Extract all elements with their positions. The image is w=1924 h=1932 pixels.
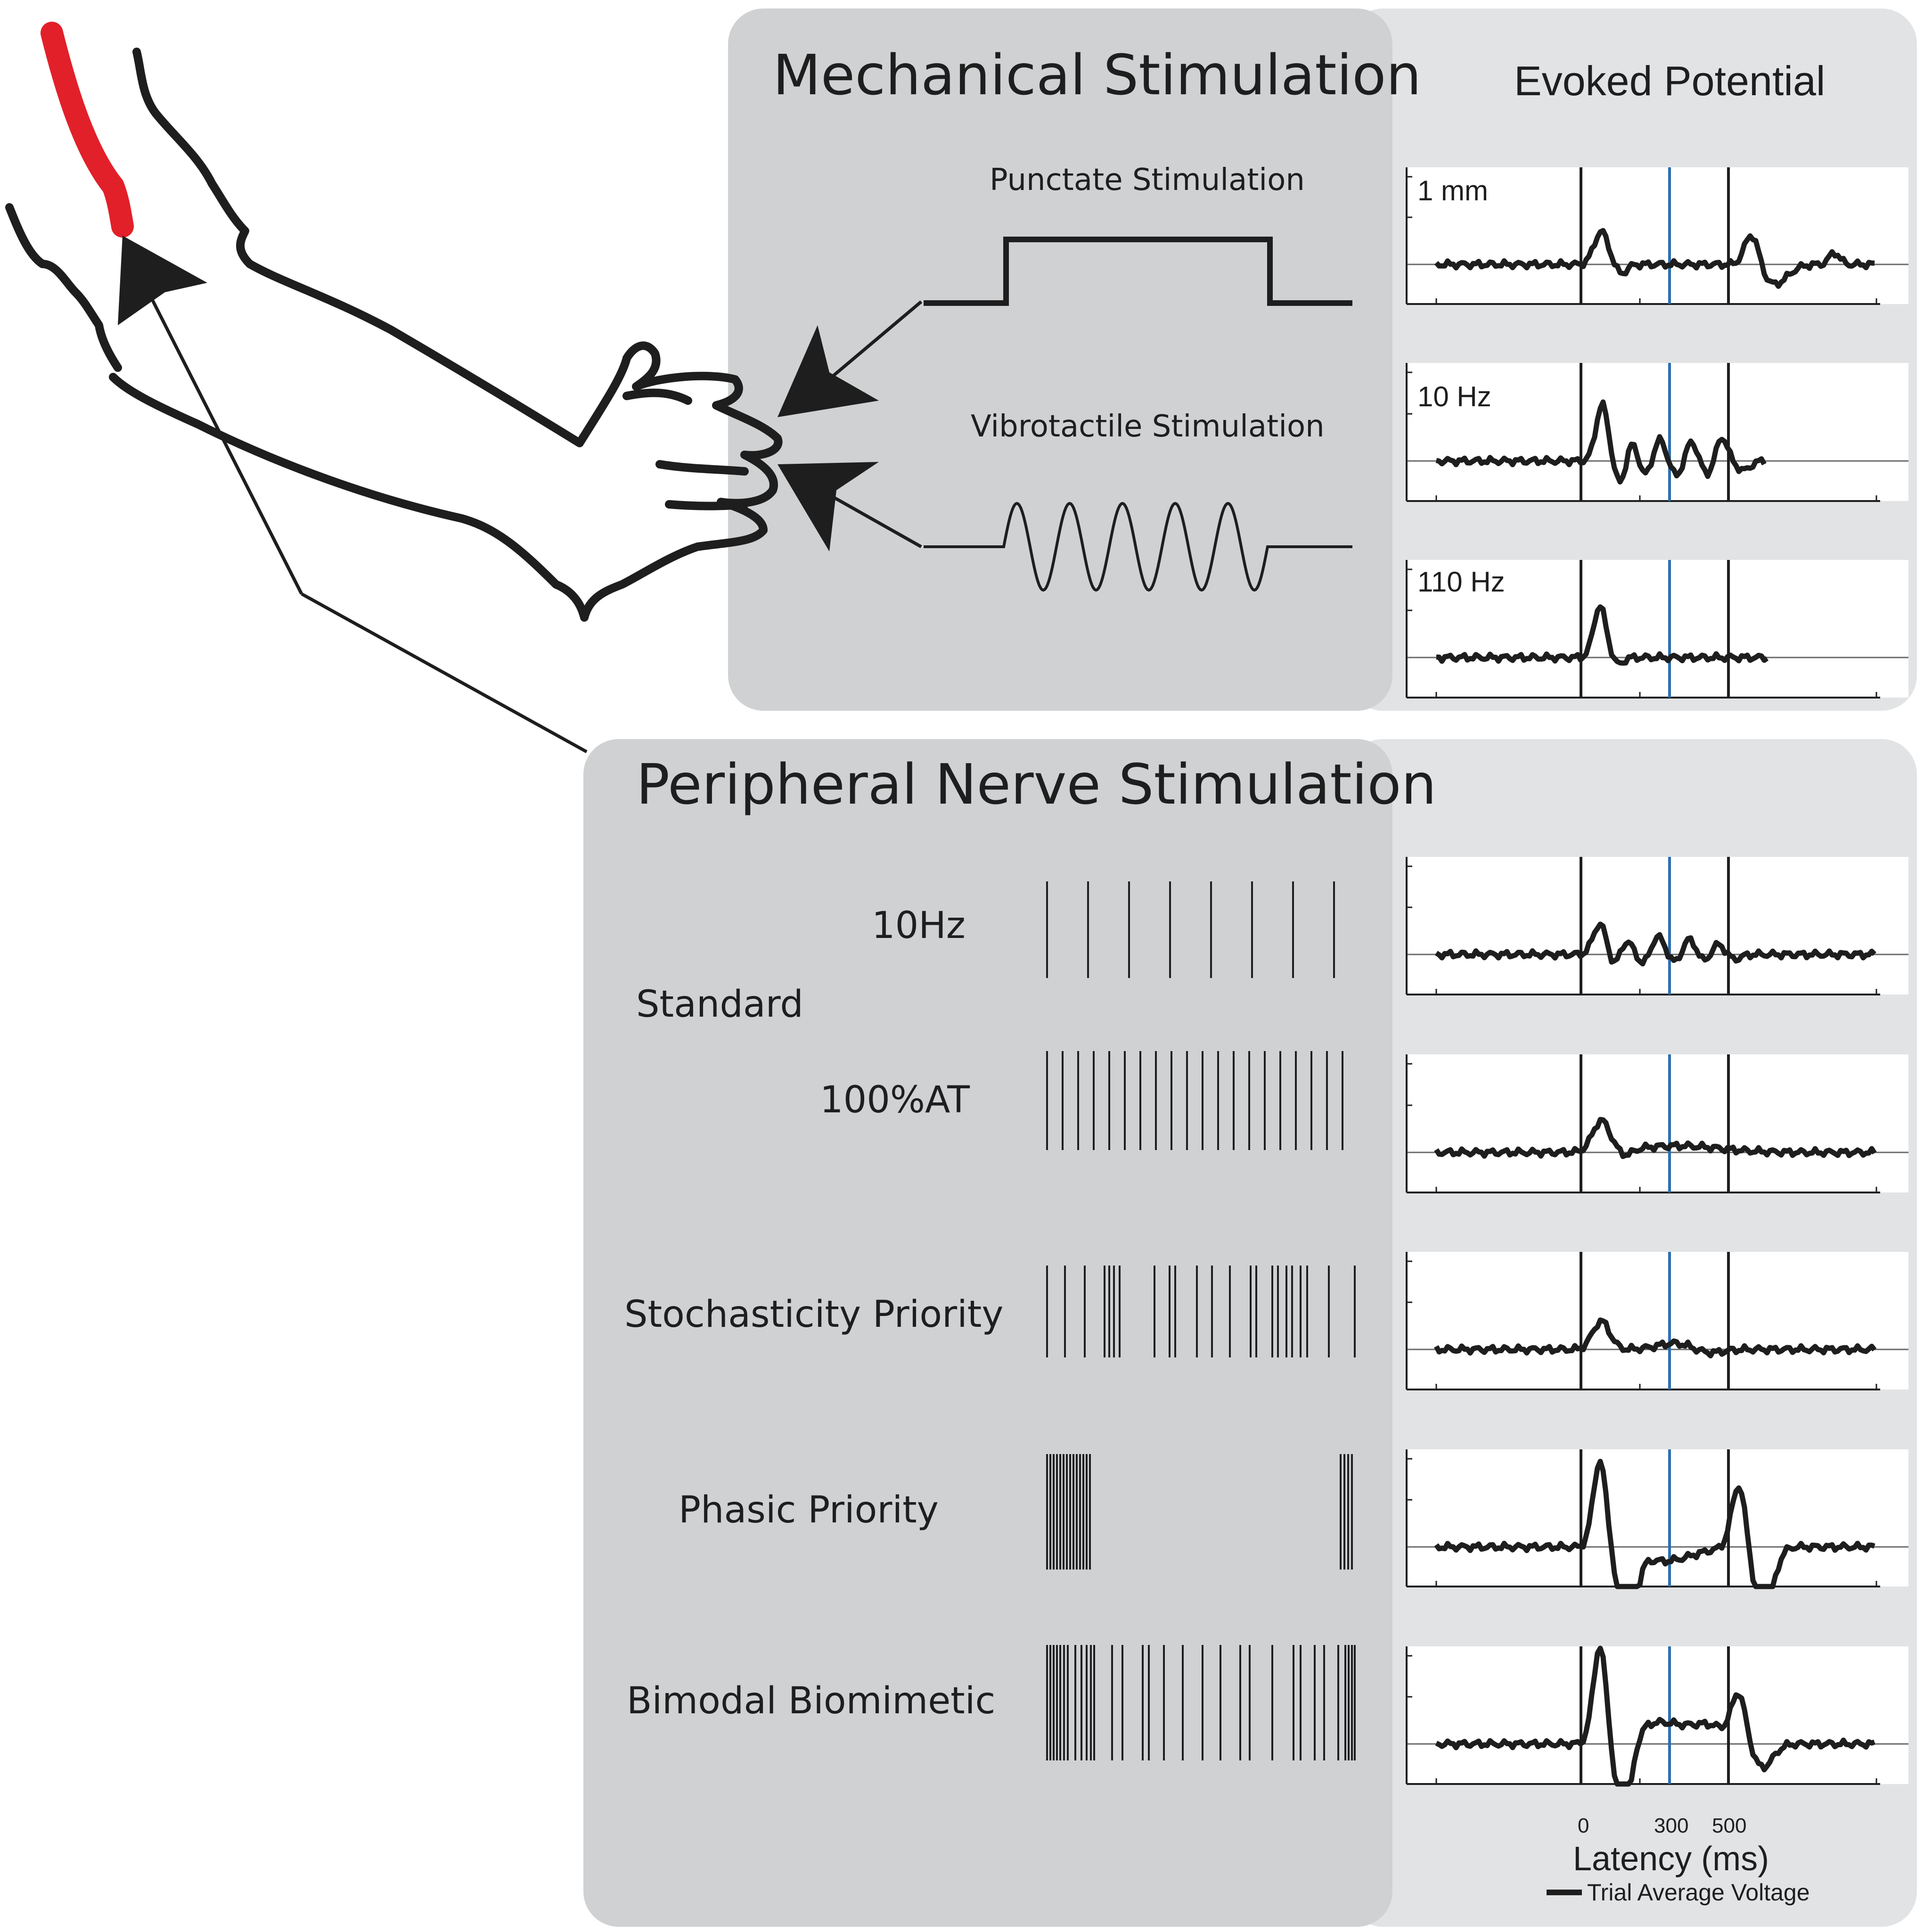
vibrotactile-waveform	[924, 501, 1352, 592]
trial-average-trace	[1434, 921, 1876, 967]
trial-average-trace	[1434, 1459, 1875, 1589]
vibro-arrowhead	[778, 462, 879, 551]
arrow-line-upper	[830, 300, 923, 378]
plot-area	[1407, 1252, 1908, 1389]
trial-average-trace	[1435, 399, 1767, 485]
pulse-train-phasic	[1046, 1454, 1353, 1570]
electrode-arrowhead	[118, 236, 207, 325]
punctate-waveform	[924, 237, 1352, 306]
lead-line-top	[144, 287, 303, 595]
panel-backgrounds	[583, 8, 1917, 1927]
evoked-plot-8	[1406, 1645, 1908, 1787]
arrow-icon	[118, 236, 879, 551]
trial-average-trace	[1434, 1317, 1877, 1358]
plot-area	[1407, 857, 1908, 995]
trial-average-trace	[1436, 604, 1769, 666]
evoked-plot-5	[1406, 1054, 1908, 1193]
trial-average-trace	[1434, 228, 1875, 289]
pulse-train-100at	[1046, 1051, 1343, 1150]
electrode-lead-icon	[41, 22, 134, 238]
pulse-trains	[1046, 881, 1356, 1760]
plot-area	[1407, 167, 1908, 304]
pulse-train-bimodal	[1046, 1645, 1356, 1760]
evoked-plots	[1406, 167, 1908, 1787]
arm-icon	[5, 48, 783, 622]
plot-area	[1407, 560, 1908, 698]
peripheral-panel	[583, 739, 1392, 1927]
punctate-arrowhead	[778, 325, 879, 417]
evoked-plot-4	[1406, 857, 1908, 995]
pulse-train-stochasticity	[1046, 1266, 1356, 1357]
arm-upper-contour	[109, 48, 783, 622]
plot-area	[1407, 1646, 1908, 1784]
mechanical-panel	[728, 8, 1392, 711]
electrode-leads	[144, 287, 923, 754]
plot-area	[1407, 363, 1908, 501]
trial-average-trace	[1434, 1117, 1877, 1159]
evoked-plot-1	[1406, 167, 1908, 305]
evoked-plot-7	[1406, 1449, 1908, 1589]
evoked-plot-3	[1406, 560, 1908, 699]
pulse-train-10hz	[1046, 881, 1335, 978]
lead-line-bottom	[301, 592, 588, 754]
plot-area	[1407, 1449, 1908, 1587]
plot-area	[1407, 1054, 1908, 1192]
evoked-plot-6	[1406, 1252, 1908, 1390]
arrow-line-lower	[828, 493, 922, 549]
trial-average-trace	[1435, 1645, 1875, 1787]
arm-lower-contour	[5, 203, 122, 372]
evoked-plot-2	[1406, 363, 1908, 502]
finger-lines	[622, 388, 749, 510]
